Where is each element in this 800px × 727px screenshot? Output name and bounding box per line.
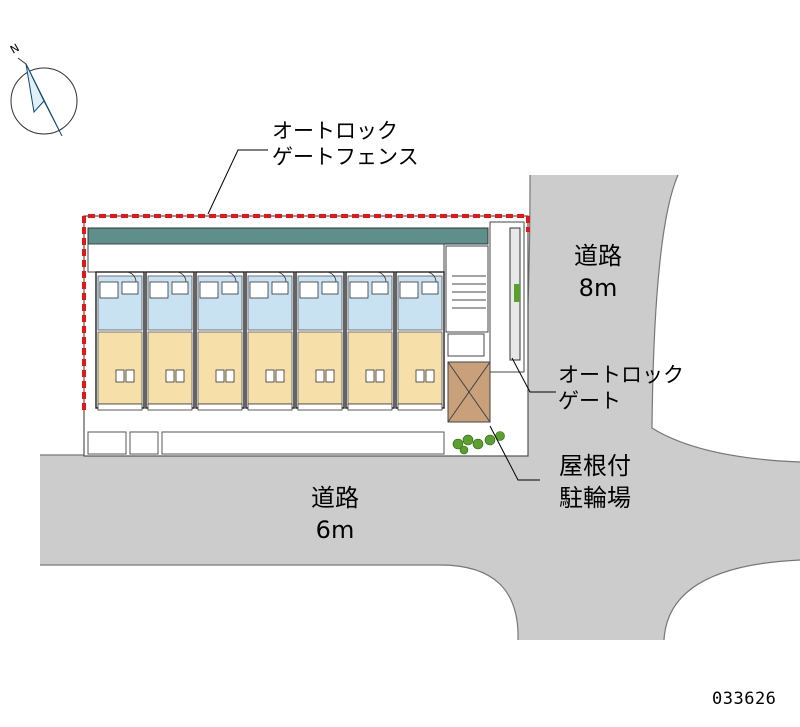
compass-icon: N: [8, 41, 78, 137]
fence-leader: [207, 149, 268, 215]
unit-bath: [399, 281, 419, 299]
unit-balcony: [97, 403, 143, 411]
unit-door-swing: [225, 271, 237, 283]
apartment-unit: [395, 271, 445, 411]
parking-leader: [489, 425, 540, 481]
unit-closet-b: [415, 369, 425, 383]
unit-toilet: [421, 281, 439, 295]
parking-callout-label: 屋根付 駐輪場: [559, 452, 631, 513]
unit-balcony: [347, 403, 393, 411]
road-edge-corner: [663, 559, 800, 641]
unit-door-swing: [375, 271, 387, 283]
unit-room: [347, 331, 393, 405]
unit-closet-b: [315, 369, 325, 383]
unit-room: [197, 331, 243, 405]
south-strip-1: [87, 431, 127, 455]
unit-toilet: [171, 281, 189, 295]
unit-balcony: [247, 403, 293, 411]
road-east-label: 道路 8m: [574, 242, 622, 303]
unit-bath: [299, 281, 319, 299]
unit-toilet: [371, 281, 389, 295]
service-box: [447, 333, 485, 357]
fence-callout-label: オートロック ゲートフェンス: [272, 119, 419, 170]
unit-toilet: [121, 281, 139, 295]
unit-closet-b: [365, 369, 375, 383]
unit-closet-b: [165, 369, 175, 383]
unit-balcony: [147, 403, 193, 411]
unit-bath: [199, 281, 219, 299]
road-south-label: 道路 6m: [311, 484, 359, 545]
apartment-unit: [295, 271, 345, 411]
unit-closet-a: [275, 369, 285, 383]
unit-room: [147, 331, 193, 405]
apartment-unit: [345, 271, 395, 411]
unit-door-swing: [275, 271, 287, 283]
bicycle-parking-x2: [447, 361, 491, 423]
corridor: [87, 243, 445, 273]
unit-toilet: [271, 281, 289, 295]
unit-toilet: [321, 281, 339, 295]
stair-area: [445, 245, 489, 333]
apartment-unit: [195, 271, 245, 411]
south-strip-2: [129, 431, 159, 455]
unit-closet-b: [115, 369, 125, 383]
apartment-units: [95, 271, 445, 411]
unit-room: [247, 331, 293, 405]
road-east-8m: [40, 175, 800, 640]
leader-lines: [207, 149, 556, 481]
unit-room: [397, 331, 443, 405]
north-wall: [87, 227, 489, 245]
unit-door-swing: [325, 271, 337, 283]
gate-callout-label: オートロック ゲート: [558, 363, 684, 414]
unit-room: [97, 331, 143, 405]
unit-bath: [349, 281, 369, 299]
unit-door-swing: [175, 271, 187, 283]
apartment-unit: [245, 271, 295, 411]
unit-door-swing: [425, 271, 437, 283]
unit-closet-b: [265, 369, 275, 383]
unit-closet-a: [175, 369, 185, 383]
greenery: [452, 431, 505, 455]
unit-bath: [249, 281, 269, 299]
gate-leader: [511, 357, 556, 393]
unit-toilet: [221, 281, 239, 295]
unit-closet-a: [225, 369, 235, 383]
road-edge-east-outer: [651, 174, 800, 463]
road-edge-south: [40, 564, 519, 641]
south-strip-3: [161, 431, 445, 455]
unit-bath: [149, 281, 169, 299]
unit-door-swing: [125, 271, 137, 283]
unit-closet-b: [215, 369, 225, 383]
apartment-unit: [95, 271, 145, 411]
unit-balcony: [197, 403, 243, 411]
unit-balcony: [297, 403, 343, 411]
unit-closet-a: [425, 369, 435, 383]
unit-balcony: [397, 403, 443, 411]
property-code: 033626: [712, 689, 777, 709]
unit-closet-a: [325, 369, 335, 383]
unit-room: [297, 331, 343, 405]
apartment-unit: [145, 271, 195, 411]
stair-treads: [452, 275, 486, 309]
unit-closet-a: [375, 369, 385, 383]
compass-north-letter: N: [8, 41, 22, 56]
unit-closet-a: [125, 369, 135, 383]
planter-green: [514, 284, 520, 302]
unit-bath: [99, 281, 119, 299]
